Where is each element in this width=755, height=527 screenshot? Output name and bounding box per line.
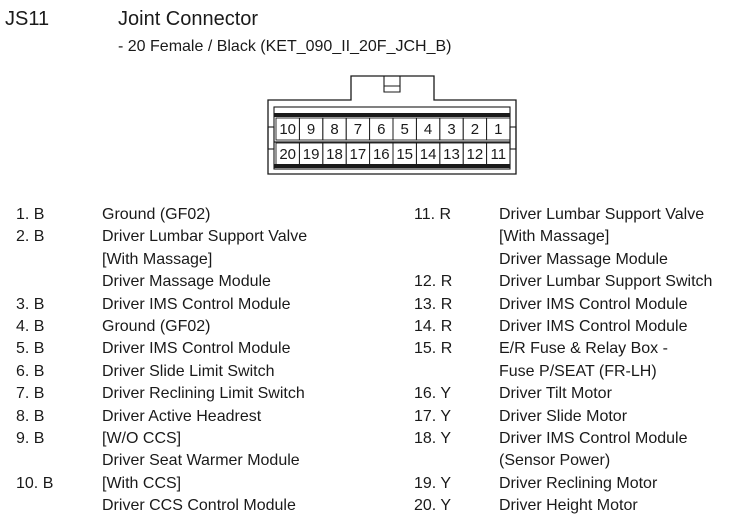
top-row-pin-1: 1 — [494, 121, 502, 138]
pin-description: Driver IMS Control Module — [102, 295, 291, 313]
top-row-pin-2: 2 — [471, 121, 479, 138]
bottom-row-pin-19: 19 — [303, 146, 320, 163]
pin-description: Driver IMS Control Module — [499, 430, 688, 447]
pin-description: Driver Seat Warmer Module — [102, 452, 300, 470]
pin-number: 3. B — [16, 295, 45, 313]
top-row-pin-3: 3 — [447, 121, 455, 138]
connector-pin-cell — [486, 117, 511, 141]
pin-number: 7. B — [16, 385, 45, 403]
pin-number: 19. Y — [414, 474, 452, 492]
bottom-row-pin-16: 16 — [373, 146, 390, 163]
connector-subtitle: - 20 Female / Black (KET_090_II_20F_JCH_… — [118, 38, 452, 55]
pin-number: 5. B — [16, 340, 45, 358]
pin-description: Driver Active Headrest — [102, 407, 262, 425]
bottom-row-pin-17: 17 — [350, 146, 367, 163]
pin-number: 13. R — [414, 295, 453, 313]
bottom-row-pin-11: 11 — [491, 146, 507, 163]
pin-description: Driver Lumbar Support Valve — [499, 206, 705, 223]
pin-number: 14. R — [414, 318, 453, 335]
pin-description: Driver Reclining Motor — [499, 474, 658, 492]
top-row-pin-7: 7 — [354, 121, 362, 138]
connector-housing — [267, 75, 517, 175]
pin-description: Driver Height Motor — [499, 497, 638, 515]
pin-description: Driver Massage Module — [499, 250, 668, 268]
bottom-row-pin-13: 13 — [443, 146, 460, 163]
pin-description: (Sensor Power) — [499, 452, 611, 470]
pin-number: 1. B — [16, 206, 45, 223]
connector-pin-cell — [486, 142, 511, 166]
pin-description: Driver CCS Control Module — [102, 497, 296, 515]
pin-description: Driver Lumbar Support Switch — [499, 273, 713, 291]
pin-description: Driver IMS Control Module — [499, 318, 688, 335]
pin-number: 12. R — [414, 273, 453, 291]
pin-number: 11. R — [414, 206, 452, 223]
pin-description: Driver Massage Module — [102, 273, 271, 291]
pin-description: [With Massage] — [102, 250, 213, 268]
bottom-row-pin-14: 14 — [420, 146, 437, 163]
top-row-pin-4: 4 — [424, 121, 432, 138]
bottom-row-pin-18: 18 — [326, 146, 343, 163]
pin-number: 18. Y — [414, 430, 452, 447]
pin-number: 16. Y — [414, 385, 452, 403]
pin-number: 20. Y — [414, 497, 452, 515]
bottom-row-pin-20: 20 — [279, 146, 296, 163]
pin-description: Driver Slide Motor — [499, 407, 628, 425]
pin-description: Driver IMS Control Module — [102, 340, 291, 358]
pin-description: E/R Fuse & Relay Box - — [499, 340, 668, 358]
pin-number: 2. B — [16, 228, 45, 246]
pin-number: 15. R — [414, 340, 453, 358]
pin-description: Driver Lumbar Support Valve — [102, 228, 308, 246]
connector-code: JS11 — [5, 8, 50, 30]
bottom-row-pin-12: 12 — [467, 146, 484, 163]
connector-latch — [383, 76, 401, 93]
pin-description: [W/O CCS] — [102, 430, 182, 447]
pin-number: 9. B — [16, 430, 45, 447]
pin-description: [With CCS] — [102, 474, 182, 492]
pin-number: 4. B — [16, 318, 45, 335]
pin-number: 6. B — [16, 362, 45, 380]
page-title: Joint Connector — [118, 8, 259, 30]
top-row-pin-6: 6 — [377, 121, 385, 138]
pin-number: 17. Y — [414, 407, 452, 425]
pin-description: Driver Reclining Limit Switch — [102, 385, 305, 403]
pin-number: 8. B — [16, 407, 45, 425]
pin-description: Driver Slide Limit Switch — [102, 362, 275, 380]
top-row-pin-9: 9 — [307, 121, 315, 138]
pin-description: Driver Tilt Motor — [499, 385, 612, 403]
pin-number: 10. B — [16, 474, 54, 492]
pin-description: [With Massage] — [499, 228, 610, 246]
top-row-pin-5: 5 — [401, 121, 409, 138]
pin-description: Ground (GF02) — [102, 318, 211, 335]
top-row-pin-8: 8 — [330, 121, 338, 138]
top-row-pin-10: 10 — [279, 121, 296, 138]
pin-description: Ground (GF02) — [102, 206, 211, 223]
pin-description: Driver IMS Control Module — [499, 295, 688, 313]
pin-description: Fuse P/SEAT (FR-LH) — [499, 362, 657, 380]
bottom-row-pin-15: 15 — [396, 146, 413, 163]
